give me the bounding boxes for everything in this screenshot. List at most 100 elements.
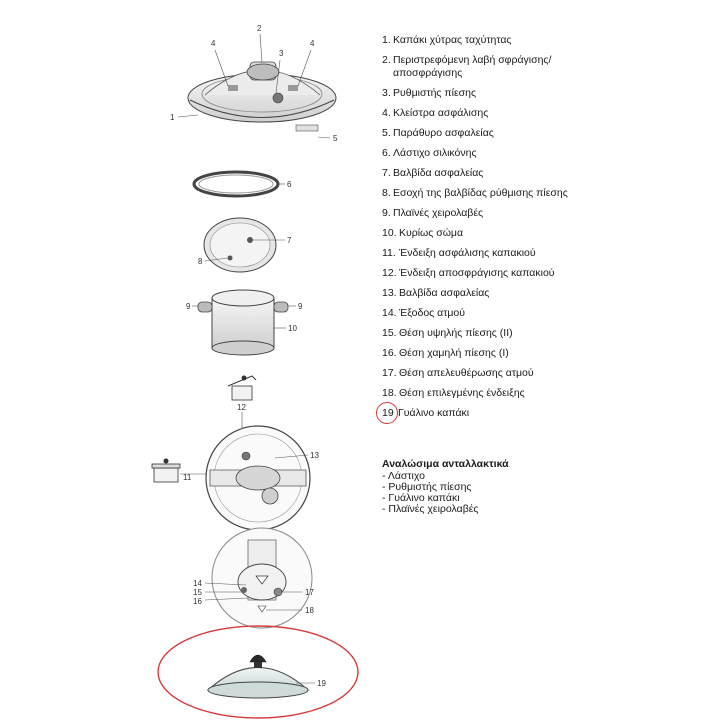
unlocked-pot-icon — [227, 375, 257, 401]
callout-lines-lid — [177, 33, 331, 139]
legend-item: 1.Καπάκι χύτρας ταχύτητας — [382, 34, 712, 47]
pot-body-illustration — [197, 289, 289, 356]
callout-6: 6 — [287, 180, 292, 189]
callout-5: 5 — [333, 134, 338, 143]
legend-text: Εσοχή της βαλβίδας ρύθμισης πίεσης — [393, 187, 568, 199]
legend-text: Θέση υψηλής πίεσης (ΙΙ) — [399, 327, 513, 339]
glass-lid-highlight-circle — [157, 625, 359, 719]
legend-number: 15. — [382, 327, 397, 339]
glass-lid-illustration — [206, 654, 310, 699]
legend-number: 8. — [382, 187, 391, 199]
legend-text: Ένδειξη ασφάλισης καπακιού — [399, 247, 536, 259]
legend-item: 18.Θέση επιλεγμένης ένδειξης — [382, 387, 712, 400]
exploded-parts-diagram: 2 4 4 3 1 5 6 7 8 9 9 10 12 — [151, 24, 359, 719]
callout-17: 17 — [305, 588, 314, 597]
legend-number: 2. — [382, 54, 391, 66]
locked-pot-icon — [151, 458, 181, 483]
legend-number: 3. — [382, 87, 391, 99]
legend-number: 10. — [382, 227, 397, 239]
legend-number: 12. — [382, 267, 397, 279]
silicone-gasket-illustration — [192, 170, 280, 198]
callout-2: 2 — [257, 24, 262, 33]
legend-number: 11. — [382, 247, 396, 259]
legend-item: 7.Βαλβίδα ασφαλείας — [382, 167, 712, 180]
spares-title: Αναλώσιμα ανταλλακτικά — [382, 458, 509, 470]
legend-text: Θέση επιλεγμένης ένδειξης — [399, 387, 525, 399]
legend-number: 16. — [382, 347, 397, 359]
callout-19: 19 — [317, 679, 326, 688]
legend-number: 14. — [382, 307, 397, 319]
callout-4-left: 4 — [211, 39, 216, 48]
legend-item: 2.Περιστρεφόμενη λαβή σφράγισης/ αποσφρά… — [382, 54, 712, 80]
legend-text: Ένδειξη αποσφράγισης καπακιού — [399, 267, 555, 279]
legend-item: 13.Βαλβίδα ασφαλείας — [382, 287, 712, 300]
spare-item: - Ρυθμιστής πίεσης — [382, 481, 472, 493]
legend-item: 5.Παράθυρο ασφαλείας — [382, 127, 712, 140]
legend-text: Γυάλινο καπάκι — [398, 407, 470, 419]
legend-text: Βαλβίδα ασφαλείας — [399, 287, 490, 299]
legend-item: 3.Ρυθμιστής πίεσης — [382, 87, 712, 100]
legend-text: Κλείστρα ασφάλισης — [393, 107, 489, 119]
legend-item: 11.Ένδειξη ασφάλισης καπακιού — [382, 247, 712, 260]
callout-7: 7 — [287, 236, 292, 245]
lid-underside-illustration — [203, 217, 277, 273]
legend-text: Θέση απελευθέρωσης ατμού — [399, 367, 534, 379]
legend-item: 4.Κλείστρα ασφάλισης — [382, 107, 712, 120]
callout-1: 1 — [170, 113, 175, 122]
legend-text: Περιστρεφόμενη λαβή σφράγισης/ αποσφράγι… — [393, 54, 552, 79]
legend-text: Καπάκι χύτρας ταχύτητας — [393, 34, 512, 46]
legend-item: 14.Έξοδος ατμού — [382, 307, 712, 320]
legend-text: Πλαϊνές χειρολαβές — [393, 207, 484, 219]
legend-number: 17. — [382, 367, 397, 379]
callout-11: 11 — [183, 473, 192, 482]
legend-number: 4. — [382, 107, 391, 119]
spare-item: - Πλαϊνές χειρολαβές — [382, 503, 479, 515]
legend-item: 9.Πλαϊνές χειρολαβές — [382, 207, 712, 220]
legend-text: Ρυθμιστής πίεσης — [393, 87, 477, 99]
legend-text: Παράθυρο ασφαλείας — [393, 127, 494, 139]
pressure-lid-illustration — [187, 61, 337, 132]
consumable-spares: Αναλώσιμα ανταλλακτικά - Λάστιχο- Ρυθμισ… — [382, 458, 712, 515]
callout-10: 10 — [288, 324, 297, 333]
legend-number: 19 — [382, 407, 394, 419]
legend-item: 16.Θέση χαμηλή πίεσης (Ι) — [382, 347, 712, 360]
spare-item: - Γυάλινο καπάκι — [382, 492, 460, 504]
legend-item: 19 Γυάλινο καπάκι — [376, 402, 712, 424]
legend-text: Έξοδος ατμού — [399, 307, 466, 319]
legend-number: 13. — [382, 287, 397, 299]
legend-item: 12.Ένδειξη αποσφράγισης καπακιού — [382, 267, 712, 280]
callout-14: 14 — [193, 579, 202, 588]
legend-number: 6. — [382, 147, 391, 159]
legend-number: 5. — [382, 127, 391, 139]
callout-9-right: 9 — [298, 302, 303, 311]
callout-12: 12 — [237, 403, 246, 412]
legend-number: 7. — [382, 167, 391, 179]
lid-top-view-illustration — [205, 425, 311, 531]
legend-text: Θέση χαμηλή πίεσης (Ι) — [399, 347, 509, 359]
callout-9-left: 9 — [186, 302, 191, 311]
pressure-dial-illustration — [211, 527, 313, 629]
legend-text: Λάστιχο σιλικόνης — [393, 147, 477, 159]
highlight-ring — [376, 402, 398, 424]
legend-item: 15.Θέση υψηλής πίεσης (ΙΙ) — [382, 327, 712, 340]
legend-item: 8.Εσοχή της βαλβίδας ρύθμισης πίεσης — [382, 187, 712, 200]
legend-number: 18. — [382, 387, 397, 399]
legend-item: 10.Κυρίως σώμα — [382, 227, 712, 240]
callout-18: 18 — [305, 606, 314, 615]
callout-3: 3 — [279, 49, 284, 58]
callout-4-right: 4 — [310, 39, 315, 48]
callout-13: 13 — [310, 451, 319, 460]
callout-8: 8 — [198, 257, 203, 266]
legend-number: 1. — [382, 34, 391, 46]
legend-number: 9. — [382, 207, 391, 219]
callout-16: 16 — [193, 597, 202, 606]
spare-item: - Λάστιχο — [382, 470, 425, 482]
legend-text: Βαλβίδα ασφαλείας — [393, 167, 484, 179]
spares-list: - Λάστιχο- Ρυθμιστής πίεσης- Γυάλινο καπ… — [382, 471, 712, 515]
legend-item: 17.Θέση απελευθέρωσης ατμού — [382, 367, 712, 380]
callout-15: 15 — [193, 588, 202, 597]
legend-text: Κυρίως σώμα — [399, 227, 464, 239]
legend-item: 6.Λάστιχο σιλικόνης — [382, 147, 712, 160]
